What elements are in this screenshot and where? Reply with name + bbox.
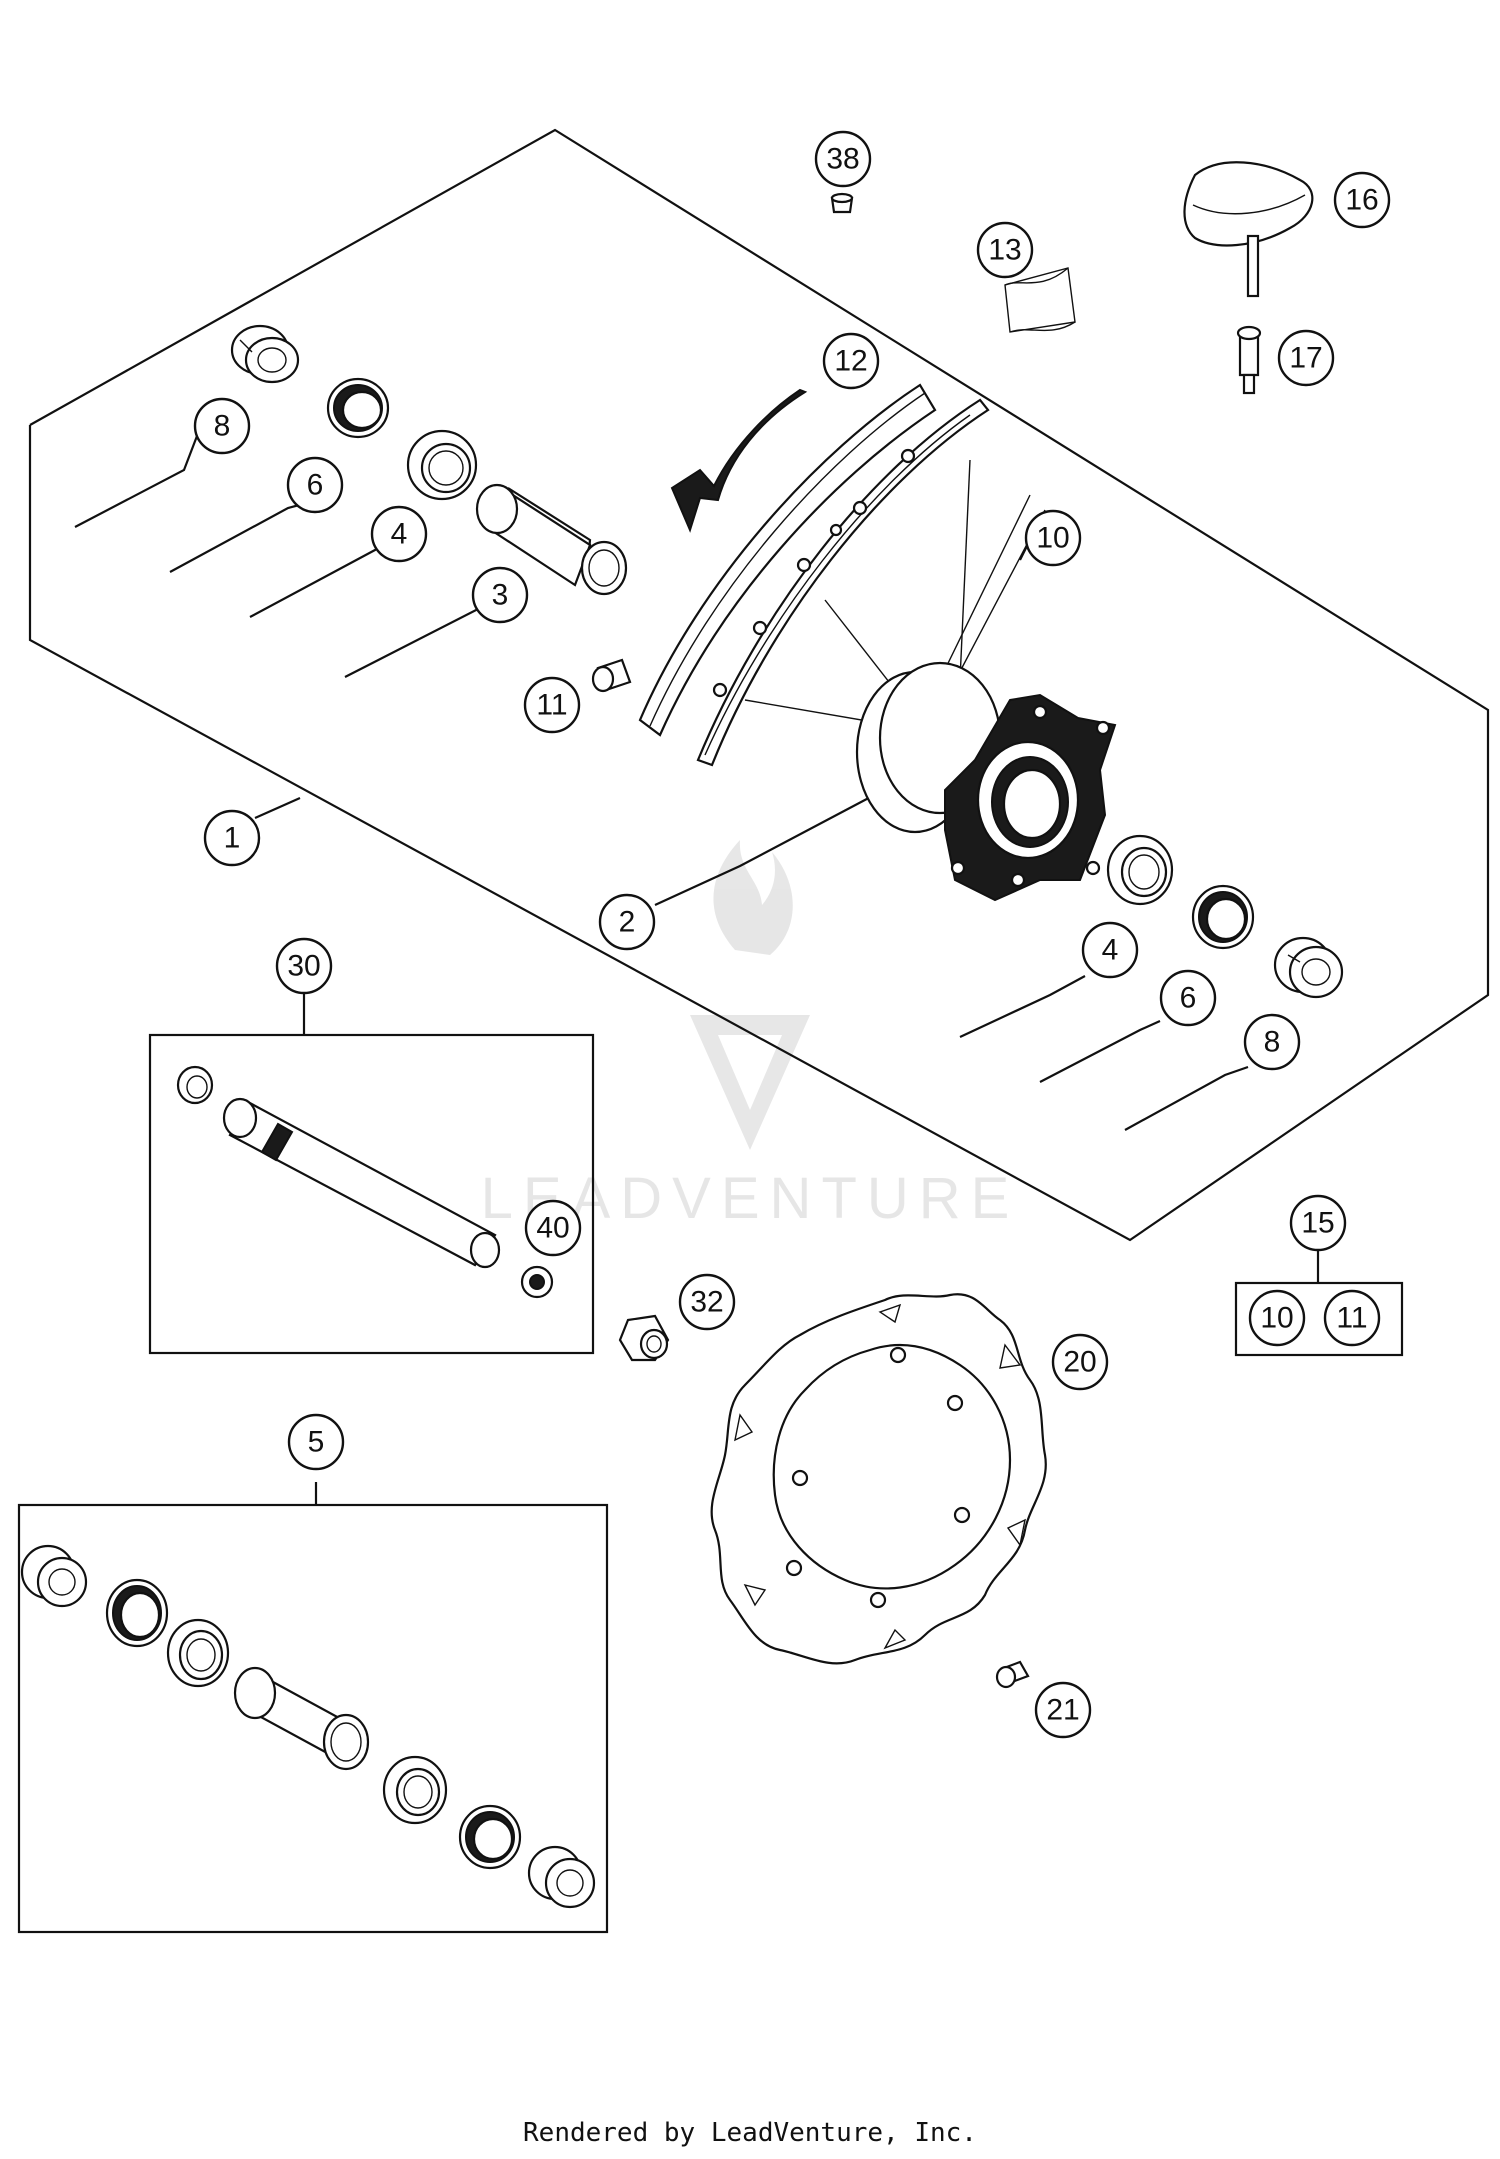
rim bbox=[638, 383, 990, 767]
svg-text:32: 32 bbox=[690, 1286, 723, 1319]
callout-4-left: 4 bbox=[370, 505, 428, 563]
callout-15: 15 bbox=[1289, 1194, 1347, 1252]
svg-text:20: 20 bbox=[1063, 1346, 1096, 1379]
callout-8-left: 8 bbox=[193, 397, 251, 455]
callout-1: 1 bbox=[203, 809, 261, 867]
callout-40: 40 bbox=[524, 1199, 582, 1257]
callout-13: 13 bbox=[976, 221, 1034, 279]
shaft-seal-6-right bbox=[1191, 884, 1255, 950]
callout-5: 5 bbox=[287, 1413, 345, 1471]
nut-17 bbox=[1236, 325, 1262, 395]
bearing-kit-box-5 bbox=[17, 1503, 609, 1934]
callout-21: 21 bbox=[1034, 1681, 1092, 1739]
svg-text:8: 8 bbox=[1264, 1026, 1281, 1059]
svg-text:30: 30 bbox=[287, 950, 320, 983]
wheel-kit-boundary bbox=[28, 128, 1490, 1242]
bearing-4-right bbox=[1106, 834, 1174, 906]
svg-text:17: 17 bbox=[1289, 342, 1322, 375]
svg-text:6: 6 bbox=[1180, 982, 1197, 1015]
svg-text:15: 15 bbox=[1301, 1207, 1334, 1240]
callout-16: 16 bbox=[1333, 171, 1391, 229]
svg-text:11: 11 bbox=[536, 689, 567, 722]
rim-tape-13 bbox=[1004, 267, 1076, 333]
callout-15-item-11: 11 bbox=[1323, 1289, 1381, 1347]
dust-seal-8-left bbox=[230, 324, 300, 384]
svg-text:2: 2 bbox=[619, 906, 636, 939]
svg-text:5: 5 bbox=[308, 1426, 325, 1459]
svg-text:10: 10 bbox=[1260, 1302, 1293, 1335]
svg-text:6: 6 bbox=[307, 469, 324, 502]
callout-12: 12 bbox=[822, 332, 880, 390]
callout-8-right: 8 bbox=[1243, 1013, 1301, 1071]
callout-10: 10 bbox=[1024, 509, 1082, 567]
bearing-4-left bbox=[406, 429, 478, 501]
callout-6-left: 6 bbox=[286, 456, 344, 514]
spacer-3 bbox=[475, 483, 628, 596]
callout-4-right: 4 bbox=[1081, 921, 1139, 979]
dust-seal-8-right bbox=[1273, 936, 1344, 999]
svg-text:10: 10 bbox=[1036, 522, 1069, 555]
svg-text:1: 1 bbox=[224, 822, 241, 855]
svg-text:38: 38 bbox=[826, 143, 859, 176]
axle-nut-32 bbox=[618, 1314, 670, 1362]
svg-text:11: 11 bbox=[1336, 1302, 1367, 1335]
callout-11: 11 bbox=[523, 676, 581, 734]
svg-text:21: 21 bbox=[1046, 1694, 1079, 1727]
rotation-arrow-12 bbox=[670, 388, 808, 533]
svg-text:40: 40 bbox=[536, 1212, 569, 1245]
kit-box-15 bbox=[1234, 1281, 1404, 1357]
callout-38: 38 bbox=[814, 130, 872, 188]
callout-2: 2 bbox=[598, 893, 656, 951]
callout-15-item-10: 10 bbox=[1248, 1289, 1306, 1347]
svg-text:4: 4 bbox=[1102, 934, 1119, 967]
rim-lock-16 bbox=[1183, 161, 1314, 298]
svg-text:12: 12 bbox=[834, 345, 867, 378]
svg-text:8: 8 bbox=[214, 410, 231, 443]
plug-38 bbox=[830, 192, 854, 214]
callout-6-right: 6 bbox=[1159, 969, 1217, 1027]
leader-lines bbox=[74, 435, 1320, 1505]
callout-30: 30 bbox=[275, 937, 333, 995]
callout-20: 20 bbox=[1051, 1333, 1109, 1391]
svg-text:13: 13 bbox=[988, 234, 1021, 267]
svg-text:4: 4 bbox=[391, 518, 408, 551]
spoke-nipple-11 bbox=[591, 658, 632, 693]
shaft-seal-6-left bbox=[326, 377, 390, 439]
brake-disc-20 bbox=[710, 1293, 1047, 1665]
disc-bolt-21 bbox=[995, 1660, 1030, 1689]
callout-32: 32 bbox=[678, 1273, 736, 1331]
footer-credit: Rendered by LeadVenture, Inc. bbox=[523, 2118, 977, 2148]
svg-text:3: 3 bbox=[492, 579, 509, 612]
callout-17: 17 bbox=[1277, 329, 1335, 387]
svg-text:16: 16 bbox=[1345, 184, 1378, 217]
axle-kit-box-30 bbox=[148, 1033, 595, 1355]
hub bbox=[855, 661, 1117, 902]
callout-3: 3 bbox=[471, 566, 529, 624]
